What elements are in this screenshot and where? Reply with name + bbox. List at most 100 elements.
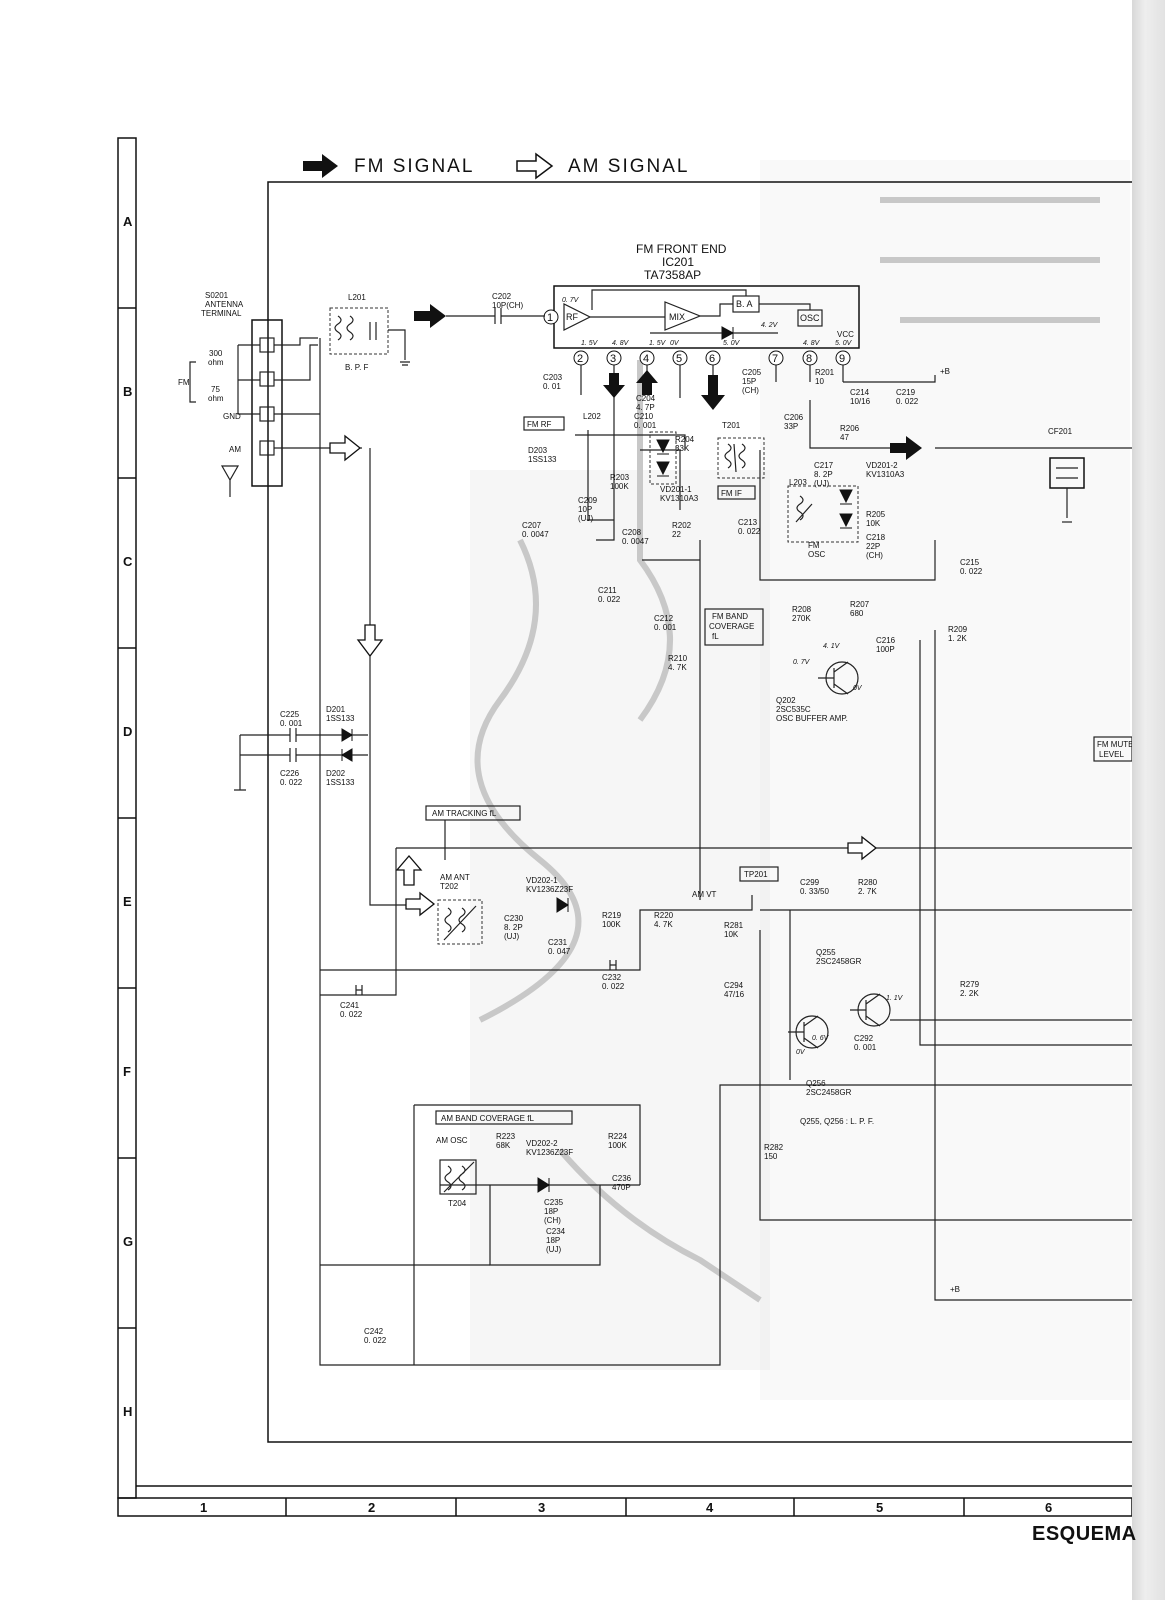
component-label-r206-line2: 47 bbox=[840, 433, 849, 442]
component-label-fm_osc: FM bbox=[808, 541, 820, 550]
wiring bbox=[319, 338, 1132, 1366]
component-label-vd202_1: VD202-1 bbox=[526, 876, 558, 885]
component-label-r219: R219 bbox=[602, 911, 622, 920]
component-label-am_osc: AM OSC bbox=[436, 1136, 468, 1145]
svg-text:fL: fL bbox=[712, 632, 719, 641]
col-label-1: 1 bbox=[200, 1500, 207, 1515]
am-signal-label: AM SIGNAL bbox=[568, 156, 689, 177]
footer-title: ESQUEMA bbox=[1032, 1523, 1137, 1545]
ic-block-vcc: VCC bbox=[837, 330, 854, 339]
svg-text:4. 2V: 4. 2V bbox=[761, 322, 779, 329]
component-label-cf201: CF201 bbox=[1048, 427, 1073, 436]
component-label-d203: D203 bbox=[528, 446, 548, 455]
row-label-a: A bbox=[123, 214, 133, 229]
component-label-vd202_2-line2: KV1236Z23F bbox=[526, 1148, 573, 1157]
am-signal-arrow-icon bbox=[395, 855, 423, 886]
component-label-c208-line2: 0. 0047 bbox=[622, 537, 649, 546]
svg-text:0. 7V: 0. 7V bbox=[562, 297, 580, 304]
column-ruler: 1 2 3 4 5 6 bbox=[117, 1485, 1133, 1517]
varactor-diode-icon bbox=[656, 439, 670, 477]
svg-text:0V: 0V bbox=[796, 1049, 806, 1056]
component-label-t204: T204 bbox=[448, 1199, 467, 1208]
component-label-c215-line2: 0. 022 bbox=[960, 567, 983, 576]
col-label-3: 3 bbox=[538, 1500, 545, 1515]
component-label-c230-line2: 8. 2P bbox=[504, 923, 523, 932]
am-tracking-box: AM TRACKING fL bbox=[432, 809, 497, 818]
row-label-d: D bbox=[123, 724, 132, 739]
ic-block-rf: RF bbox=[566, 312, 578, 322]
ic-pin-7: 7 bbox=[772, 353, 778, 365]
component-label-r280: R280 bbox=[858, 878, 878, 887]
component-label-r205-line2: 10K bbox=[866, 519, 881, 528]
bpf-l201: L201 B. P. F bbox=[329, 293, 545, 372]
component-label-c207-line2: 0. 0047 bbox=[522, 530, 549, 539]
component-label-q255: Q255 bbox=[816, 948, 836, 957]
component-label-c212: C212 bbox=[654, 614, 674, 623]
component-label-r219-line2: 100K bbox=[602, 920, 621, 929]
component-label-c205-line3: (CH) bbox=[742, 386, 759, 395]
fm-signal-arrow-icon bbox=[636, 370, 658, 395]
svg-text:4. 8V: 4. 8V bbox=[612, 340, 630, 347]
component-symbols bbox=[234, 431, 1085, 1195]
component-label-c210: C210 bbox=[634, 412, 654, 421]
component-label-am_vt: AM VT bbox=[692, 890, 717, 899]
component-label-c299-line2: 0. 33/50 bbox=[800, 887, 829, 896]
diode-icon bbox=[556, 897, 569, 913]
component-label-r209-line2: 1. 2K bbox=[948, 634, 967, 643]
component-label-vd202_1-line2: KV1236Z23F bbox=[526, 885, 573, 894]
component-label-c219-line2: 0. 022 bbox=[896, 397, 919, 406]
component-label-d203-line2: 1SS133 bbox=[528, 455, 557, 464]
component-label-c202: C202 bbox=[492, 292, 512, 301]
component-label-c214: C214 bbox=[850, 388, 870, 397]
component-label-r279: R279 bbox=[960, 980, 980, 989]
component-label-l202: L202 bbox=[583, 412, 601, 421]
component-label-r210: R210 bbox=[668, 654, 688, 663]
component-label-r220-line2: 4. 7K bbox=[654, 920, 673, 929]
fm-signal-arrow-icon bbox=[701, 375, 725, 410]
component-label-c225: C225 bbox=[280, 710, 300, 719]
component-label-c213-line2: 0. 022 bbox=[738, 527, 761, 536]
component-label-d201-line2: 1SS133 bbox=[326, 714, 355, 723]
component-label-vd201_2: VD201-2 bbox=[866, 461, 898, 470]
signal-legend: FM SIGNAL AM SIGNAL bbox=[303, 152, 689, 180]
ic-pin-9: 9 bbox=[839, 353, 845, 365]
component-label-c242: C242 bbox=[364, 1327, 384, 1336]
component-label-r203-line2: 100K bbox=[610, 482, 629, 491]
component-label-c215: C215 bbox=[960, 558, 980, 567]
component-label-c299: C299 bbox=[800, 878, 820, 887]
component-label-c235-line3: (CH) bbox=[544, 1216, 561, 1225]
component-label-r223-line2: 68K bbox=[496, 1141, 511, 1150]
component-label-vd202_2: VD202-2 bbox=[526, 1139, 558, 1148]
component-label-c210-line2: 0. 001 bbox=[634, 421, 657, 430]
board-outline bbox=[267, 181, 1132, 1443]
component-label-c292-line2: 0. 001 bbox=[854, 1043, 877, 1052]
am-signal-arrow-icon bbox=[329, 434, 362, 462]
ic-pin-8: 8 bbox=[806, 353, 812, 365]
fm-signal-arrow-icon bbox=[414, 304, 446, 328]
antenna-gnd-label: GND bbox=[223, 412, 241, 421]
component-label-c234-line2: 18P bbox=[546, 1236, 560, 1245]
am-signal-arrow-icon bbox=[516, 152, 554, 180]
svg-text:5. 0V: 5. 0V bbox=[835, 340, 853, 347]
antenna-title-3: TERMINAL bbox=[201, 309, 242, 318]
am-signal-arrow-icon bbox=[356, 624, 384, 658]
fm-if-box: FM IF bbox=[721, 489, 742, 498]
component-label-c204: C204 bbox=[636, 394, 656, 403]
component-label-r202: R202 bbox=[672, 521, 692, 530]
component-label-r224: R224 bbox=[608, 1132, 628, 1141]
component-label-c207: C207 bbox=[522, 521, 542, 530]
component-label-c232: C232 bbox=[602, 973, 622, 982]
component-label-q202: Q202 bbox=[776, 696, 796, 705]
antenna-fm-label: FM bbox=[178, 378, 190, 387]
component-label-t202: AM ANT bbox=[440, 873, 470, 882]
component-label-r203: R203 bbox=[610, 473, 630, 482]
component-label-r281-line2: 10K bbox=[724, 930, 739, 939]
component-label-c205-line2: 15P bbox=[742, 377, 756, 386]
component-label-r202-line2: 22 bbox=[672, 530, 681, 539]
svg-text:ohm: ohm bbox=[208, 358, 224, 367]
bpf-label: B. P. F bbox=[345, 363, 369, 372]
am-signal-arrow-icon bbox=[847, 835, 878, 861]
component-label-c217: C217 bbox=[814, 461, 834, 470]
component-label-c294: C294 bbox=[724, 981, 744, 990]
